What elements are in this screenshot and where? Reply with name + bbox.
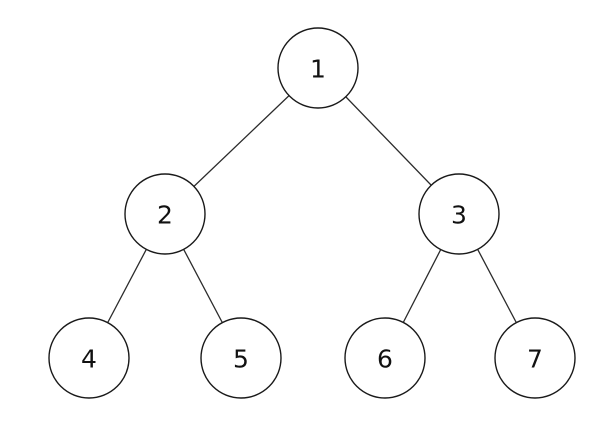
node-1-circle	[277, 27, 359, 109]
tree-node-1: 1	[277, 27, 359, 109]
node-7-label: 7	[527, 345, 543, 374]
tree-node-6: 6	[344, 317, 426, 399]
node-1-label: 1	[310, 55, 326, 84]
tree-node-3: 3	[418, 173, 500, 255]
tree-node-4: 4	[48, 317, 130, 399]
node-5-circle	[200, 317, 282, 399]
tree-node-7: 7	[494, 317, 576, 399]
node-6-label: 6	[377, 345, 393, 374]
node-2-circle	[124, 173, 206, 255]
node-5-label: 5	[233, 345, 249, 374]
tree-node-2: 2	[124, 173, 206, 255]
tree-nodes: 1 2 3 4 5 6 7	[48, 27, 576, 399]
tree-node-5: 5	[200, 317, 282, 399]
node-7-circle	[494, 317, 576, 399]
node-3-label: 3	[451, 201, 467, 230]
node-3-circle	[418, 173, 500, 255]
node-4-label: 4	[81, 345, 97, 374]
node-4-circle	[48, 317, 130, 399]
node-2-label: 2	[157, 201, 173, 230]
node-6-circle	[344, 317, 426, 399]
